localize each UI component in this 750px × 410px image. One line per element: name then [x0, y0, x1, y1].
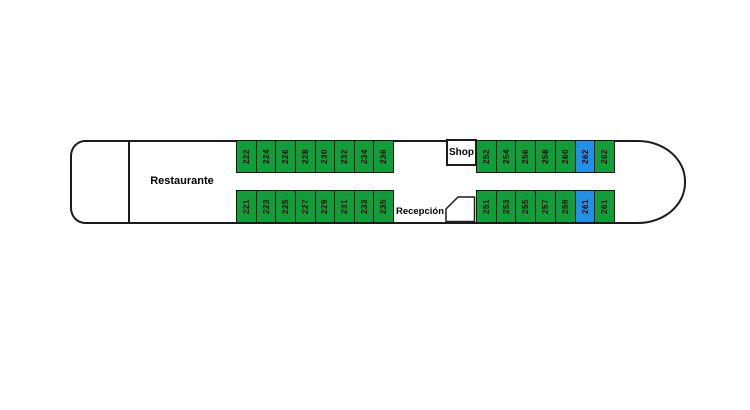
cabin-253[interactable]: 253	[495, 190, 517, 223]
cabin-256[interactable]: 256	[515, 140, 537, 173]
cabin-number: 262	[580, 149, 590, 164]
cabin-221[interactable]: 221	[236, 190, 257, 223]
cabin-row-aft-top: 222 224 226 228 230 232 234 236	[236, 140, 394, 173]
cabin-number: 225	[281, 199, 291, 214]
cabin-number: 253	[501, 199, 511, 214]
cabin-number: 251	[481, 199, 491, 214]
cabin-number: 254	[501, 149, 511, 164]
cabin-number: 262	[600, 149, 610, 164]
cabin-225[interactable]: 225	[275, 190, 296, 223]
cabin-row-aft-bottom: 221 223 225 227 229 231 233 235	[236, 190, 394, 223]
cabin-number: 259	[560, 199, 570, 214]
cabin-number: 258	[541, 149, 551, 164]
restaurant-divider-line	[128, 141, 130, 223]
cabin-number: 261	[600, 199, 610, 214]
cabin-number: 226	[281, 149, 291, 164]
cabin-row-fwd-bottom: 251 253 255 257 259 261 261	[476, 190, 616, 223]
cabin-230[interactable]: 230	[314, 140, 336, 173]
cabin-231[interactable]: 231	[334, 190, 355, 223]
cabin-number: 230	[320, 149, 330, 164]
cabin-229[interactable]: 229	[314, 190, 336, 223]
cabin-number: 232	[339, 149, 349, 164]
cabin-224[interactable]: 224	[255, 140, 277, 173]
reception-label: Recepción	[395, 206, 444, 217]
cabin-255[interactable]: 255	[515, 190, 537, 223]
cabin-number: 224	[261, 149, 271, 164]
shop-box: Shop	[446, 139, 477, 166]
cabin-236[interactable]: 236	[373, 140, 394, 173]
cabin-number: 228	[300, 149, 310, 164]
cabin-number: 252	[481, 149, 491, 164]
cabin-259[interactable]: 259	[554, 190, 576, 223]
cabin-257[interactable]: 257	[535, 190, 556, 223]
restaurant-label: Restaurante	[150, 175, 214, 187]
cabin-number: 221	[241, 199, 251, 214]
cabin-261[interactable]: 261	[574, 190, 596, 223]
cabin-number: 260	[560, 149, 570, 164]
cabin-number: 255	[521, 199, 531, 214]
cabin-228[interactable]: 228	[294, 140, 316, 173]
cabin-number: 222	[241, 149, 251, 164]
cabin-251[interactable]: 251	[476, 190, 497, 223]
cabin-235[interactable]: 235	[373, 190, 394, 223]
cabin-number: 256	[521, 149, 531, 164]
cabin-232[interactable]: 232	[334, 140, 355, 173]
cabin-258[interactable]: 258	[535, 140, 556, 173]
cabin-number: 233	[359, 199, 369, 214]
cabin-number: 231	[339, 199, 349, 214]
cabin-227[interactable]: 227	[294, 190, 316, 223]
cabin-226[interactable]: 226	[275, 140, 296, 173]
cabin-number: 223	[261, 199, 271, 214]
cabin-number: 261	[580, 199, 590, 214]
cabin-number: 234	[359, 149, 369, 164]
cabin-252[interactable]: 252	[476, 140, 497, 173]
cabin-number: 227	[300, 199, 310, 214]
cabin-number: 229	[320, 199, 330, 214]
cabin-262[interactable]: 262	[594, 140, 616, 173]
cabin-254[interactable]: 254	[495, 140, 517, 173]
cabin-number: 235	[379, 199, 389, 214]
cabin-260[interactable]: 260	[554, 140, 576, 173]
cabin-223[interactable]: 223	[255, 190, 277, 223]
cabin-number: 257	[541, 199, 551, 214]
cabin-262[interactable]: 262	[574, 140, 596, 173]
cabin-233[interactable]: 233	[353, 190, 375, 223]
cabin-222[interactable]: 222	[236, 140, 257, 173]
cabin-number: 236	[379, 149, 389, 164]
cabin-234[interactable]: 234	[353, 140, 375, 173]
shop-label: Shop	[449, 147, 474, 158]
cabin-row-fwd-top: 252 254 256 258 260 262 262	[476, 140, 616, 173]
cabin-261[interactable]: 261	[594, 190, 616, 223]
